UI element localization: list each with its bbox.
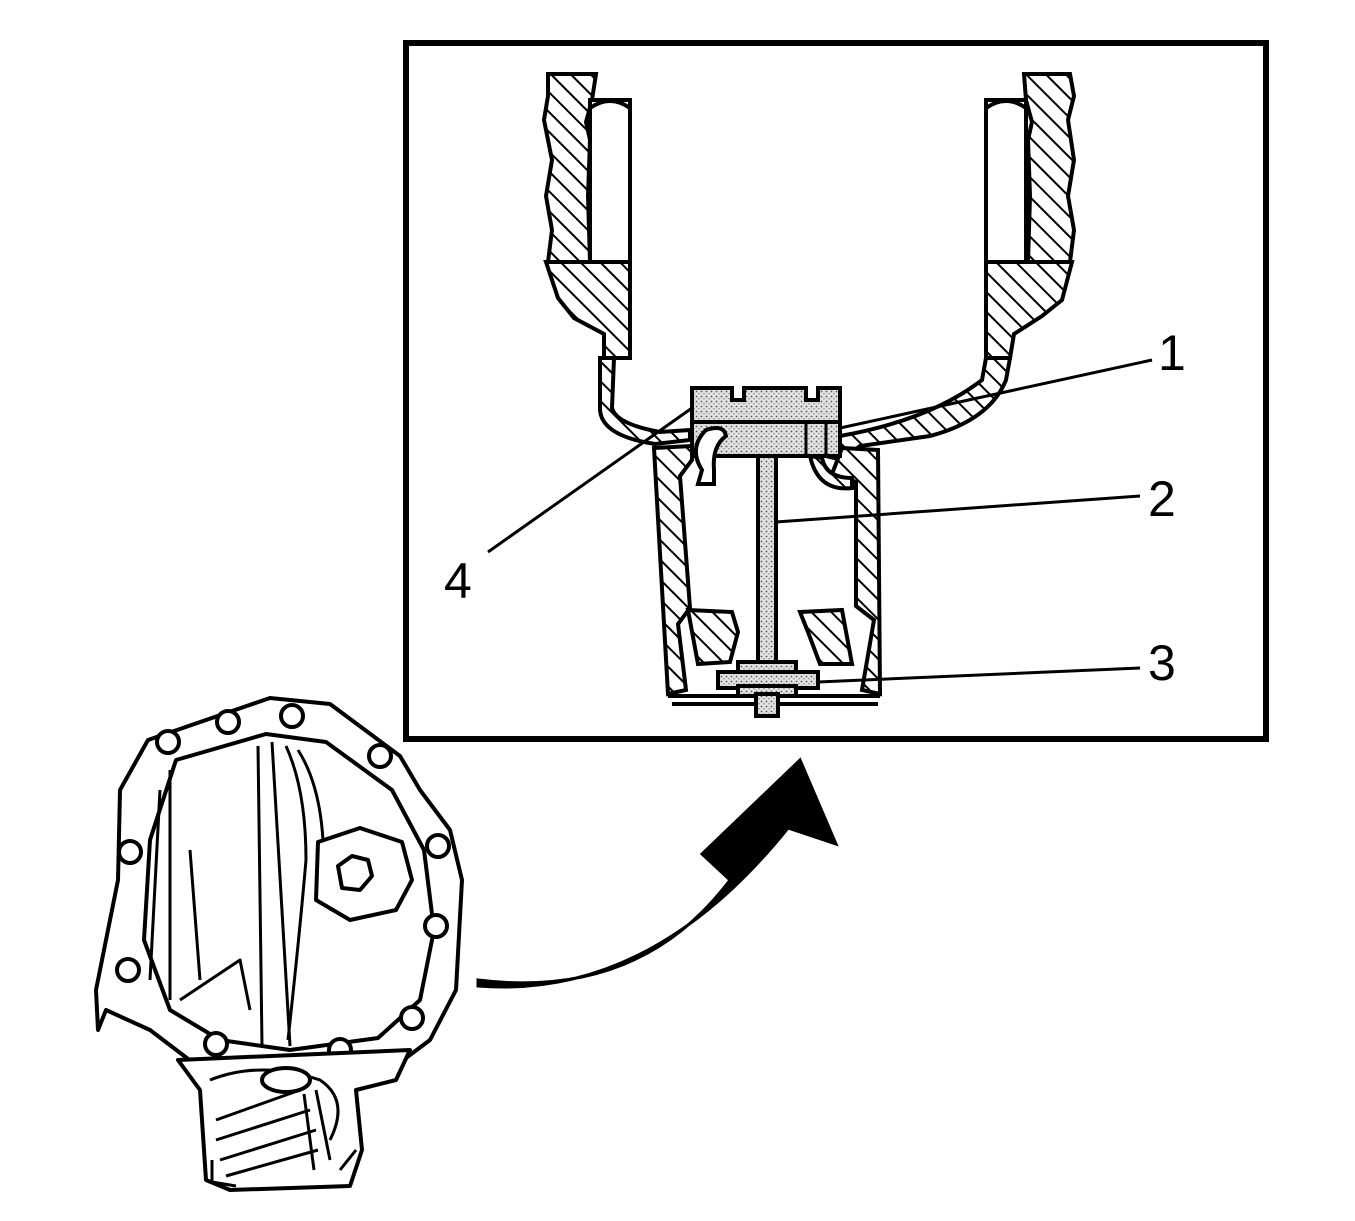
fill-plug-hex-icon [336, 854, 374, 892]
callout-1: 1 [1158, 325, 1186, 381]
zoom-arrow [476, 757, 839, 989]
callout-2: 2 [1148, 471, 1176, 527]
bolt-icon [215, 709, 241, 735]
bolt-icon [423, 913, 449, 939]
leader-2 [775, 494, 1141, 524]
cover-rib [256, 741, 292, 1047]
bolt-icon [155, 729, 181, 755]
bolt-icon [399, 1005, 425, 1031]
housing-right-wall [984, 72, 1077, 360]
leader-3 [817, 666, 1141, 684]
leader-1 [839, 358, 1153, 430]
left-bearing-race [588, 98, 632, 264]
housing-left-wall [541, 72, 632, 360]
tool-shaft [756, 454, 778, 666]
yoke-bore [260, 1066, 312, 1094]
bolt-icon [425, 833, 451, 859]
bolt-icon [279, 703, 305, 729]
leader-4 [487, 406, 693, 554]
right-bearing-race [984, 98, 1028, 264]
bolt-icon [115, 957, 141, 983]
detail-inset: 1 2 3 4 [403, 40, 1269, 742]
callout-4: 4 [444, 553, 472, 609]
tool-lower-plate [716, 660, 820, 718]
tool-upper-plate [690, 386, 842, 458]
bolt-icon [203, 1031, 229, 1057]
bolt-icon [367, 743, 393, 769]
callout-3: 3 [1148, 635, 1176, 691]
differential-assembly [94, 696, 464, 1192]
pinion-seal [694, 426, 729, 486]
bolt-icon [117, 839, 143, 865]
cover-shell [142, 732, 436, 1052]
leader-lines [487, 358, 1153, 684]
